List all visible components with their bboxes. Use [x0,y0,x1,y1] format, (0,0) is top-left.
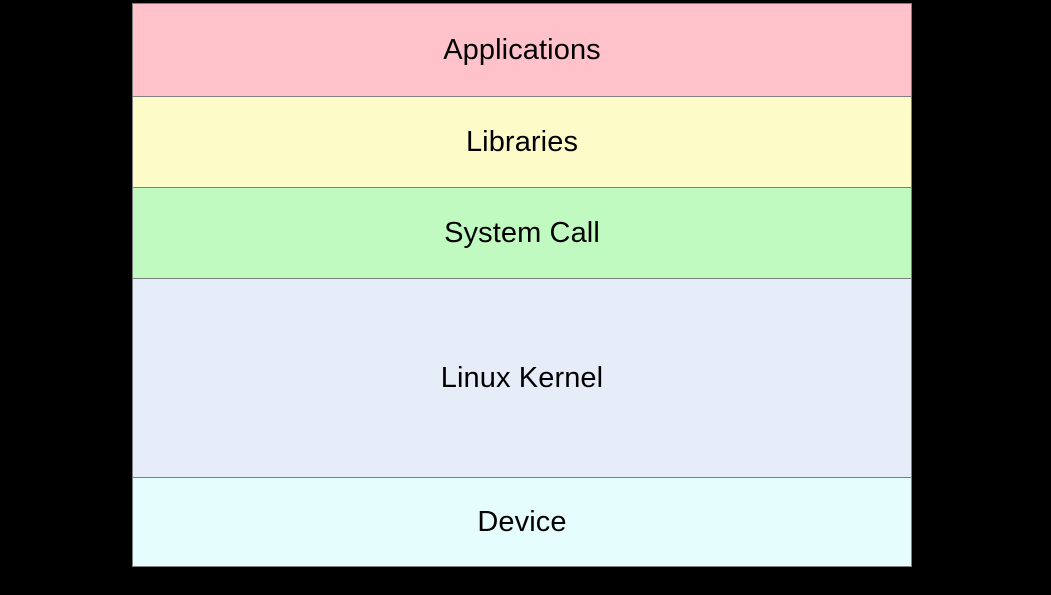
stack-layer-label-system-call: System Call [444,216,600,249]
stack-layer-label-device: Device [477,505,567,538]
stack-layer-label-applications: Applications [443,33,601,66]
stack-layer-label-linux-kernel: Linux Kernel [440,361,604,394]
stack-layer-applications: Applications [133,4,911,97]
stack-layer-linux-kernel: Linux Kernel [133,279,911,478]
stack-layer-device: Device [133,478,911,566]
linux-architecture-stack-diagram: Applications Libraries System Call Linux… [132,3,912,567]
stack-layer-libraries: Libraries [133,97,911,188]
stack-layer-system-call: System Call [133,188,911,279]
stack-layer-label-libraries: Libraries [465,125,579,158]
